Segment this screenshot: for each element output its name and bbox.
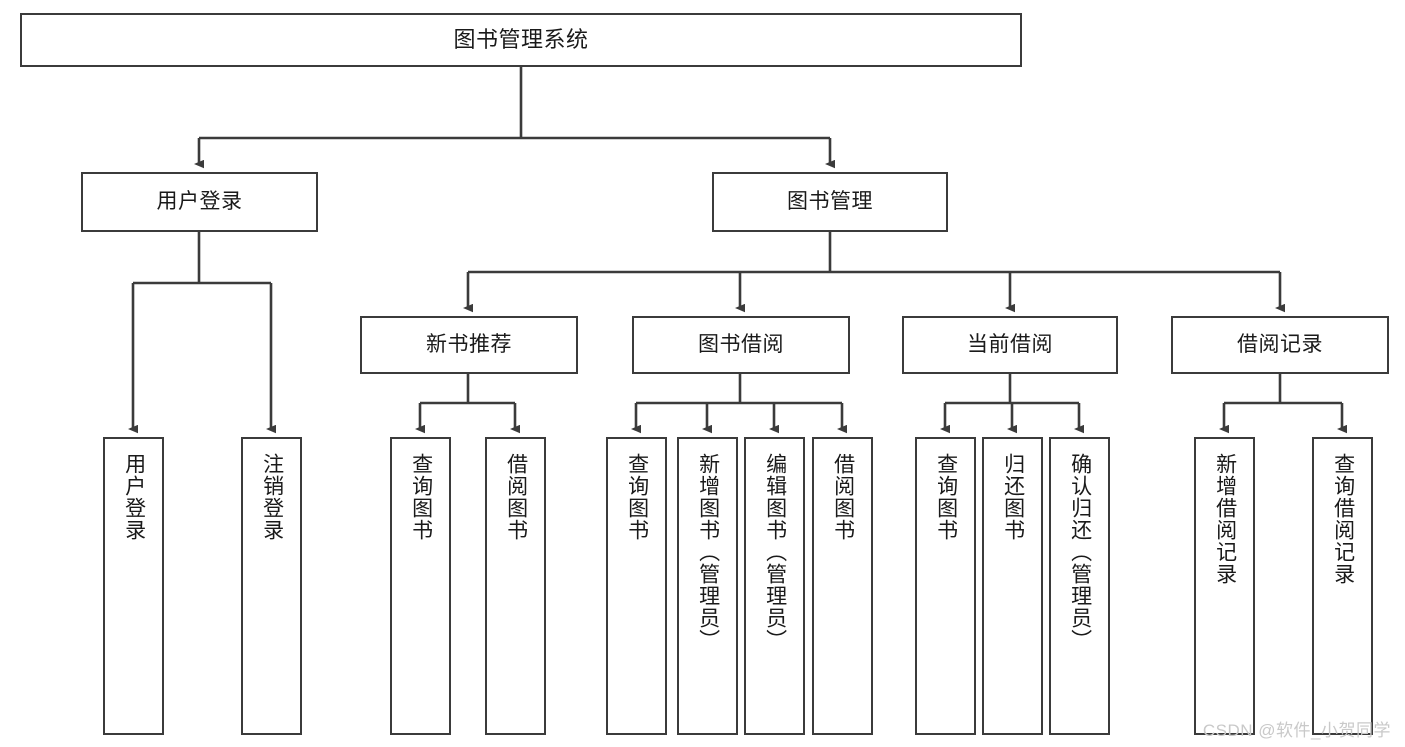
node-user-login[interactable]: 用户登录 (81, 172, 318, 232)
node-book-management[interactable]: 图书管理 (712, 172, 948, 232)
node-label: 新书推荐 (426, 332, 512, 356)
leaf-current-borrow-return-books[interactable]: 归还图书 (982, 437, 1043, 735)
node-borrow-records[interactable]: 借阅记录 (1171, 316, 1389, 374)
leaf-user-login-sign-out[interactable]: 注销登录 (241, 437, 302, 735)
node-label: 图书管理 (787, 189, 873, 213)
node-book-borrow[interactable]: 图书借阅 (632, 316, 850, 374)
node-label: 查询图书 (625, 453, 649, 541)
node-label: 查询图书 (934, 453, 958, 541)
leaf-new-book-query-books[interactable]: 查询图书 (390, 437, 451, 735)
csdn-watermark: CSDN @软件_小贺同学 (1202, 721, 1391, 740)
node-label: 查询图书 (409, 453, 433, 541)
node-label: 借阅图书 (831, 453, 855, 541)
node-label: 新增借阅记录 (1213, 453, 1237, 585)
node-label: 借阅图书 (504, 453, 528, 541)
leaf-current-borrow-confirm-return-admin[interactable]: 确认归还（管理员） (1049, 437, 1110, 735)
node-current-borrow[interactable]: 当前借阅 (902, 316, 1118, 374)
leaf-user-login-sign-in[interactable]: 用户登录 (103, 437, 164, 735)
node-label: 借阅记录 (1237, 332, 1323, 356)
node-label: 归还图书 (1001, 453, 1025, 541)
leaf-book-borrow-query-books[interactable]: 查询图书 (606, 437, 667, 735)
node-label: 图书借阅 (698, 332, 784, 356)
leaf-borrow-records-query-record[interactable]: 查询借阅记录 (1312, 437, 1373, 735)
node-label: 用户登录 (122, 453, 146, 541)
node-label: 确认归还（管理员） (1068, 453, 1092, 651)
leaf-borrow-records-add-record[interactable]: 新增借阅记录 (1194, 437, 1255, 735)
leaf-book-borrow-borrow-books[interactable]: 借阅图书 (812, 437, 873, 735)
node-label: 编辑图书（管理员） (763, 453, 787, 651)
leaf-new-book-borrow-books[interactable]: 借阅图书 (485, 437, 546, 735)
node-label: 图书管理系统 (453, 27, 589, 53)
node-label: 新增图书（管理员） (696, 453, 720, 651)
node-label: 当前借阅 (967, 332, 1053, 356)
node-root-book-management-system[interactable]: 图书管理系统 (20, 13, 1022, 67)
node-label: 用户登录 (156, 189, 243, 213)
leaf-book-borrow-add-book-admin[interactable]: 新增图书（管理员） (677, 437, 738, 735)
node-new-book-recommend[interactable]: 新书推荐 (360, 316, 578, 374)
leaf-current-borrow-query-books[interactable]: 查询图书 (915, 437, 976, 735)
node-label: 注销登录 (260, 453, 284, 541)
node-label: 查询借阅记录 (1331, 453, 1355, 585)
leaf-book-borrow-edit-book-admin[interactable]: 编辑图书（管理员） (744, 437, 805, 735)
